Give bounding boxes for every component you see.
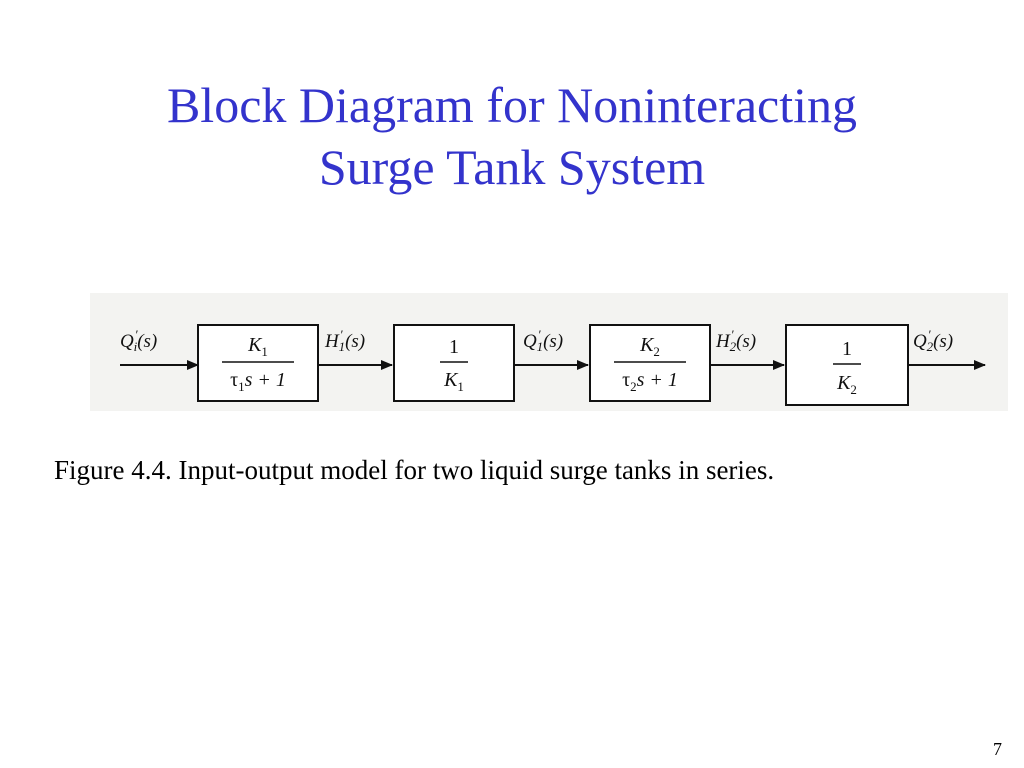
block-2-denominator: K1 — [443, 369, 464, 394]
title-line-1: Block Diagram for Noninteracting — [166, 77, 858, 133]
block-diagram: K1 τ1s + 1 1 K1 K2 τ2s + 1 1 K2 Q′i(s) H… — [90, 293, 1008, 411]
block-4-numerator: 1 — [842, 338, 852, 360]
block-3-numerator: K2 — [639, 334, 660, 359]
block-1-denominator: τ1s + 1 — [230, 369, 286, 394]
title-line-2: Surge Tank System — [318, 139, 706, 195]
signal-label-h1: H′1(s) — [324, 327, 365, 354]
block-2-numerator: 1 — [449, 336, 459, 358]
slide-title: Block Diagram for Noninteracting Surge T… — [0, 74, 1024, 198]
signal-label-q2: Q′2(s) — [913, 327, 953, 354]
signal-label-qi: Q′i(s) — [120, 327, 157, 354]
transfer-block-2: 1 K1 — [393, 324, 515, 402]
block-3-denominator: τ2s + 1 — [622, 369, 678, 394]
signal-label-h2: H′2(s) — [715, 327, 756, 354]
block-4-denominator: K2 — [836, 372, 857, 397]
transfer-block-1: K1 τ1s + 1 — [197, 324, 319, 402]
page-number: 7 — [993, 739, 1002, 759]
transfer-block-4: 1 K2 — [785, 324, 909, 406]
block-diagram-svg: K1 τ1s + 1 1 K1 K2 τ2s + 1 1 K2 Q′i(s) H… — [120, 324, 986, 406]
transfer-block-3: K2 τ2s + 1 — [589, 324, 711, 402]
signal-label-q1: Q′1(s) — [523, 327, 563, 354]
figure-caption: Figure 4.4. Input-output model for two l… — [54, 455, 775, 485]
block-1-numerator: K1 — [247, 334, 268, 359]
